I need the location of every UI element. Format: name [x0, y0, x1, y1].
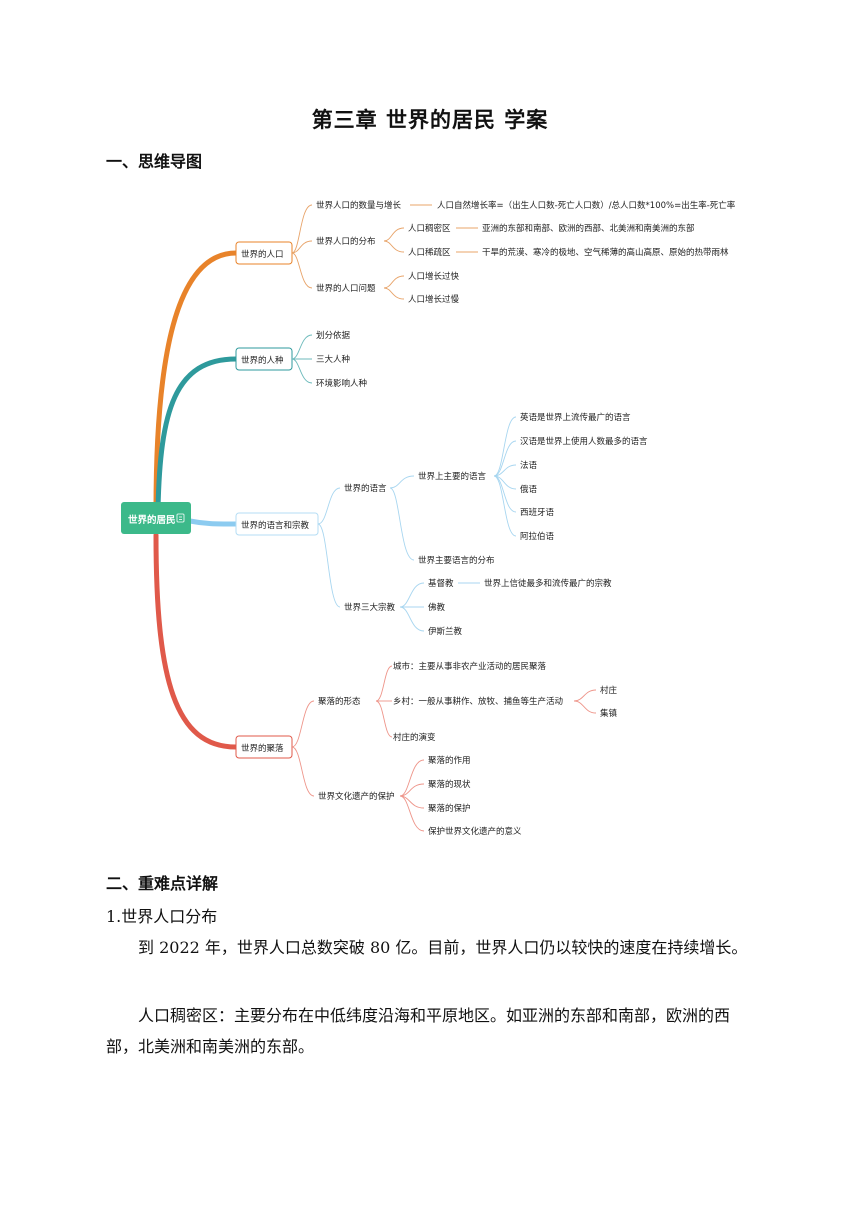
rural-town: 集镇	[600, 708, 618, 719]
branch-population: 世界的人口 世界人口的数量与增长 人口自然增长率=（出生人口数-死亡人口数）/总…	[235, 200, 736, 305]
population-distribution-label: 世界人口的分布	[316, 236, 376, 247]
settlement-forms: 聚落的形态	[318, 696, 361, 707]
language-french: 法语	[520, 460, 538, 471]
major-languages: 世界上主要的语言	[418, 471, 487, 482]
note-icon	[176, 513, 185, 523]
growth-rate-formula: 人口自然增长率=（出生人口数-死亡人口数）/总人口数*100%=出生率-死亡率	[437, 200, 736, 211]
sparse-area-label: 人口稀疏区	[408, 247, 451, 258]
race-basis: 划分依据	[316, 330, 351, 341]
language-distribution: 世界主要语言的分布	[418, 555, 495, 566]
connector-root-population	[153, 250, 239, 513]
dense-area-label: 人口稠密区	[408, 223, 451, 234]
language-arabic: 阿拉伯语	[520, 531, 555, 542]
language-connectors	[317, 416, 517, 632]
growth-too-fast: 人口增长过快	[408, 271, 460, 282]
branch-settlement-label: 世界的聚落	[241, 743, 284, 754]
connector-root-race	[155, 356, 239, 513]
branch-population-label: 世界的人口	[241, 249, 284, 260]
population-problem-label: 世界的人口问题	[316, 283, 376, 294]
main-branch-connectors	[153, 250, 239, 750]
language-spanish: 西班牙语	[520, 507, 555, 518]
settlement-city: 城市：主要从事非农产业活动的居民聚落	[393, 661, 547, 672]
religion-christianity: 基督教	[428, 578, 454, 589]
world-languages: 世界的语言	[344, 483, 387, 494]
sparse-area-detail: 干旱的荒漠、寒冷的极地、空气稀薄的高山高原、原始的热带雨林	[482, 247, 729, 258]
religion-buddhism: 佛教	[428, 602, 446, 613]
root-node[interactable]: 世界的居民	[121, 502, 191, 534]
three-religions: 世界三大宗教	[344, 602, 396, 613]
growth-too-slow: 人口增长过慢	[408, 294, 460, 305]
language-english: 英语是世界上流传最广的语言	[520, 412, 631, 423]
section-heading-mindmap: 一、思维导图	[106, 152, 203, 171]
branch-language: 世界的语言和宗教 世界的语言 世界上主要的语言 英语是世界上流传最广的语言 汉语…	[235, 412, 648, 637]
settlement-protect: 聚落的保护	[428, 803, 471, 814]
language-chinese: 汉语是世界上使用人数最多的语言	[520, 436, 648, 447]
heritage-protection: 世界文化遗产的保护	[318, 791, 395, 802]
religion-islam: 伊斯兰教	[428, 626, 463, 637]
subheading-population-distribution: 1.世界人口分布	[106, 907, 218, 926]
heritage-significance: 保护世界文化遗产的意义	[428, 826, 522, 837]
root-node-label: 世界的居民	[128, 514, 176, 526]
environment-race: 环境影响人种	[316, 378, 367, 389]
connector-root-language	[187, 518, 239, 527]
village-evolution: 村庄的演变	[393, 732, 436, 743]
settlement-status: 聚落的现状	[428, 779, 471, 790]
population-connectors	[291, 204, 478, 300]
settlement-rural: 乡村：一般从事耕作、放牧、捕鱼等生产活动	[393, 696, 564, 707]
branch-language-label: 世界的语言和宗教	[241, 520, 310, 531]
connector-root-settlement	[153, 532, 239, 750]
language-russian: 俄语	[520, 484, 538, 495]
branch-settlement: 世界的聚落 聚落的形态 城市：主要从事非农产业活动的居民聚落 乡村：一般从事耕作…	[235, 661, 618, 837]
population-growth-label: 世界人口的数量与增长	[316, 200, 402, 211]
settlement-connectors	[291, 665, 597, 832]
branch-race: 世界的人种 划分依据 三大人种 环境影响人种	[235, 330, 367, 389]
page-title: 第三章 世界的居民 学案	[311, 108, 549, 132]
three-races: 三大人种	[316, 354, 350, 365]
race-connectors	[291, 334, 313, 384]
settlement-role: 聚落的作用	[428, 755, 471, 766]
section-heading-key-points: 二、重难点详解	[106, 874, 219, 893]
paragraph-dense-area: 人口稠密区：主要分布在中低纬度沿海和平原地区。如亚洲的东部和南部，欧洲的西部，北…	[106, 1006, 731, 1056]
mindmap-diagram: 世界的居民 世界的人口 世界人口的数量与增长 人口自然增长率=（出生人口数-死亡…	[121, 200, 736, 837]
rural-village: 村庄	[600, 685, 618, 696]
branch-race-label: 世界的人种	[241, 355, 284, 366]
dense-area-detail: 亚洲的东部和南部、欧洲的西部、北美洲和南美洲的东部	[482, 223, 695, 234]
christianity-detail: 世界上信徒最多和流传最广的宗教	[484, 578, 612, 589]
paragraph-population-total: 到 2022 年，世界人口总数突破 80 亿。目前，世界人口仍以较快的速度在持续…	[138, 938, 748, 957]
